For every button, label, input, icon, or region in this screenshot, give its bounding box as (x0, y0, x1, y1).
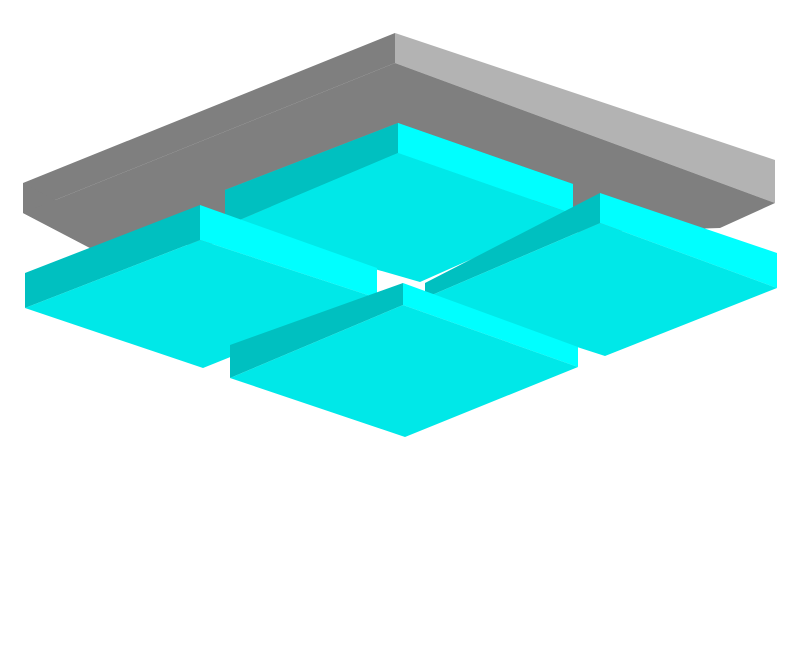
panel-tile-back-left-face (225, 123, 398, 226)
panel-tile-front-right-face (403, 283, 578, 367)
panel-tile-left-top (25, 240, 377, 368)
ceiling-plate-right-face (395, 33, 775, 203)
panel-tile-front-top (230, 305, 578, 437)
panel-tile-right-left-face (425, 193, 600, 298)
panel-tile-right-top (425, 223, 777, 356)
panel-tile-right-right-face (600, 193, 777, 288)
panel-tile-left (25, 205, 377, 368)
panel-tile-front-left-face (230, 283, 403, 378)
panel-tile-front (230, 283, 578, 437)
panel-tile-left-right-face (200, 205, 377, 298)
panel-tile-back-right-face (398, 123, 573, 214)
panel-tile-right (425, 193, 777, 356)
panel-tile-left-left-face (25, 205, 200, 308)
ceiling-plate-left-face (23, 33, 395, 213)
